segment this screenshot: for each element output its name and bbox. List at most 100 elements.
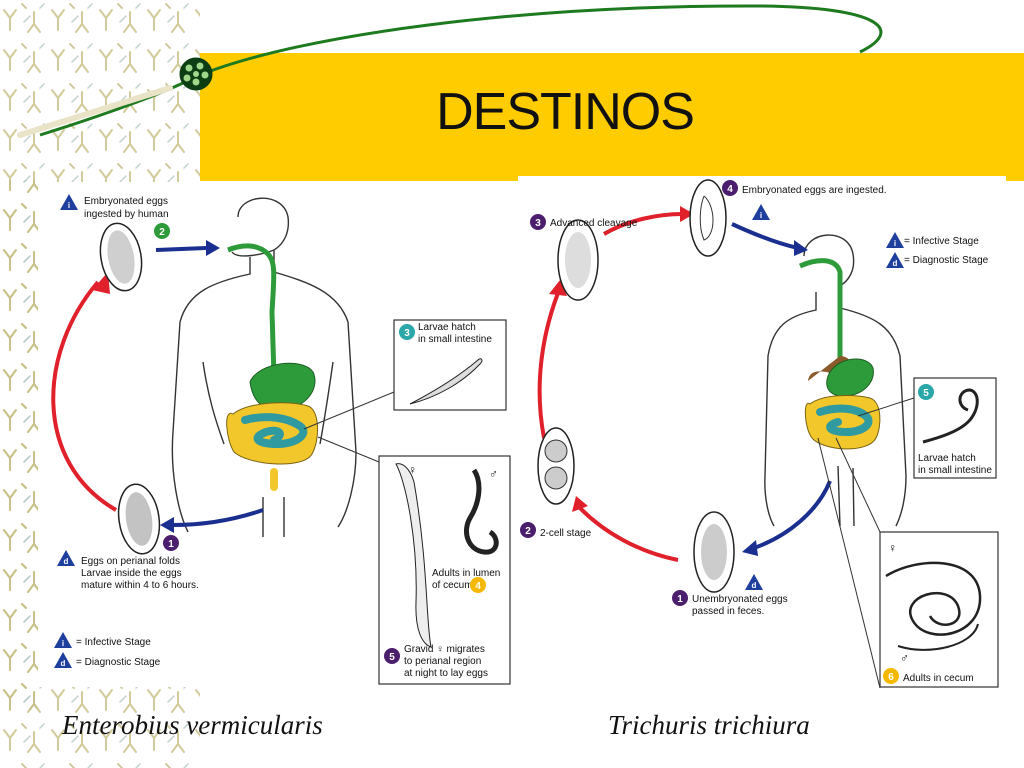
infective-stage-icon (60, 194, 78, 210)
svg-text:2-cell stage: 2-cell stage (540, 528, 592, 539)
step2-label: 2 2-cell stage (520, 522, 592, 539)
embryonated-egg-drawing (99, 222, 143, 292)
svg-text:in small intestine: in small intestine (918, 465, 992, 476)
female-worm-drawing (395, 463, 432, 648)
adults-in-cecum-box: ♀ ♂ 6 Adults in cecum (879, 531, 999, 688)
red-cycle-arrow (602, 212, 684, 236)
perianal-egg-drawing (117, 483, 161, 555)
svg-text:Eggs on perianal folds: Eggs on perianal folds (81, 556, 180, 567)
trichuris-lifecycle-diagram: 4 Embryonated eggs are ingested. i 3 Adv… (518, 176, 1006, 691)
blue-excretion-arrow (172, 508, 264, 527)
svg-text:at night to lay eggs: at night to lay eggs (404, 668, 488, 679)
blue-arrowhead (160, 517, 174, 533)
svg-text:d: d (61, 659, 66, 668)
larva-drawing (922, 388, 979, 444)
svg-text:2: 2 (525, 526, 531, 537)
step2-label: i Embryonated eggs ingested by human 2 (60, 194, 170, 239)
larva-drawing (409, 358, 483, 405)
diagnostic-stage-icon (54, 652, 72, 668)
svg-text:1: 1 (168, 539, 174, 550)
diagnostic-stage-icon (745, 574, 763, 590)
svg-text:3: 3 (535, 218, 541, 229)
step1-badge (163, 535, 179, 551)
blue-arrowhead (206, 240, 220, 256)
svg-text:Embryonated eggs are ingested.: Embryonated eggs are ingested. (742, 185, 887, 196)
red-arrowhead (549, 280, 567, 296)
svg-text:2: 2 (159, 227, 165, 238)
step5-badge (384, 648, 400, 664)
svg-text:♀: ♀ (408, 463, 417, 477)
svg-text:Adults in cecum: Adults in cecum (903, 673, 974, 684)
step1-label: d 1 Unembryonated eggs passed in feces. (672, 574, 788, 617)
title-band (200, 53, 1024, 181)
two-cell-egg-drawing (537, 427, 575, 505)
digestive-tract (798, 258, 881, 450)
blue-excretion-arrow (753, 480, 832, 550)
legend-right: i = Infective Stage d = Diagnostic Stage (886, 232, 989, 268)
step1-badge (672, 590, 688, 606)
svg-text:5: 5 (923, 388, 929, 399)
red-arrowhead (572, 496, 588, 512)
blue-arrowhead (794, 240, 808, 256)
svg-text:i: i (894, 239, 896, 248)
digestive-tract (226, 243, 318, 491)
red-cycle-arrow (537, 292, 560, 439)
adults-box: ♀ ♂ Adults in lumen of cecum 4 5 Gravid … (378, 455, 511, 685)
decorative-swoosh (17, 4, 883, 138)
red-arrowhead (680, 206, 694, 222)
svg-text:= Infective Stage: = Infective Stage (76, 637, 151, 648)
svg-text:4: 4 (727, 184, 733, 195)
svg-text:6: 6 (888, 672, 894, 683)
red-cycle-arrow (576, 504, 679, 562)
svg-text:ingested by human: ingested by human (84, 209, 169, 220)
step3-larvae-box: 3 Larvae hatch in small intestine (393, 319, 507, 411)
step3-badge (530, 214, 546, 230)
svg-text:of cecum: of cecum (432, 580, 473, 591)
step2-badge (154, 223, 170, 239)
blue-ingestion-arrow (731, 222, 799, 250)
advanced-cleavage-egg-drawing (557, 219, 599, 301)
svg-text:Larvae hatch: Larvae hatch (918, 453, 976, 464)
svg-text:Advanced cleavage: Advanced cleavage (550, 218, 638, 229)
diagnostic-stage-icon (886, 252, 904, 268)
red-cycle-arrow (51, 280, 118, 512)
blue-arrowhead (742, 540, 758, 556)
unembryonated-egg-drawing (693, 511, 735, 593)
step5-badge (918, 384, 934, 400)
svg-text:to perianal region: to perianal region (404, 656, 481, 667)
step3-badge (399, 324, 415, 340)
step1-label: 1 d Eggs on perianal folds Larvae inside… (57, 535, 199, 591)
molecule-icon (179, 57, 213, 91)
svg-text:Larvae inside the eggs: Larvae inside the eggs (81, 568, 182, 579)
step4-badge (722, 180, 738, 196)
svg-text:i: i (62, 639, 64, 648)
blue-ingestion-arrow (155, 246, 207, 252)
step5-larvae-box: 5 Larvae hatch in small intestine (913, 377, 997, 479)
svg-text:♂: ♂ (489, 467, 498, 481)
svg-text:i: i (68, 201, 70, 210)
infective-stage-icon (54, 632, 72, 648)
caption-enterobius: Enterobius vermicularis (62, 710, 323, 740)
svg-text:d: d (64, 557, 69, 566)
svg-text:♂: ♂ (900, 651, 909, 665)
svg-text:4: 4 (475, 581, 481, 592)
svg-text:d: d (893, 259, 898, 268)
enterobius-lifecycle-diagram: i Embryonated eggs ingested by human 2 1… (38, 182, 518, 687)
infective-stage-icon (886, 232, 904, 248)
svg-text:i: i (760, 211, 762, 220)
step2-badge (520, 522, 536, 538)
svg-text:= Diagnostic Stage: = Diagnostic Stage (904, 255, 989, 266)
svg-text:1: 1 (677, 594, 683, 605)
svg-text:Adults in lumen: Adults in lumen (432, 568, 500, 579)
svg-text:Unembryonated eggs: Unembryonated eggs (692, 594, 788, 605)
svg-text:Gravid ♀ migrates: Gravid ♀ migrates (404, 644, 485, 655)
svg-text:mature within 4 to 6 hours.: mature within 4 to 6 hours. (81, 580, 199, 591)
red-arrowhead (92, 272, 110, 294)
svg-text:passed in feces.: passed in feces. (692, 606, 764, 617)
legend-left: i = Infective Stage d = Diagnostic Stage (54, 632, 161, 668)
embryonated-egg-drawing (689, 179, 727, 257)
caption-trichuris: Trichuris trichiura (608, 710, 810, 740)
svg-text:Embryonated eggs: Embryonated eggs (84, 196, 168, 207)
step4-badge (470, 577, 486, 593)
